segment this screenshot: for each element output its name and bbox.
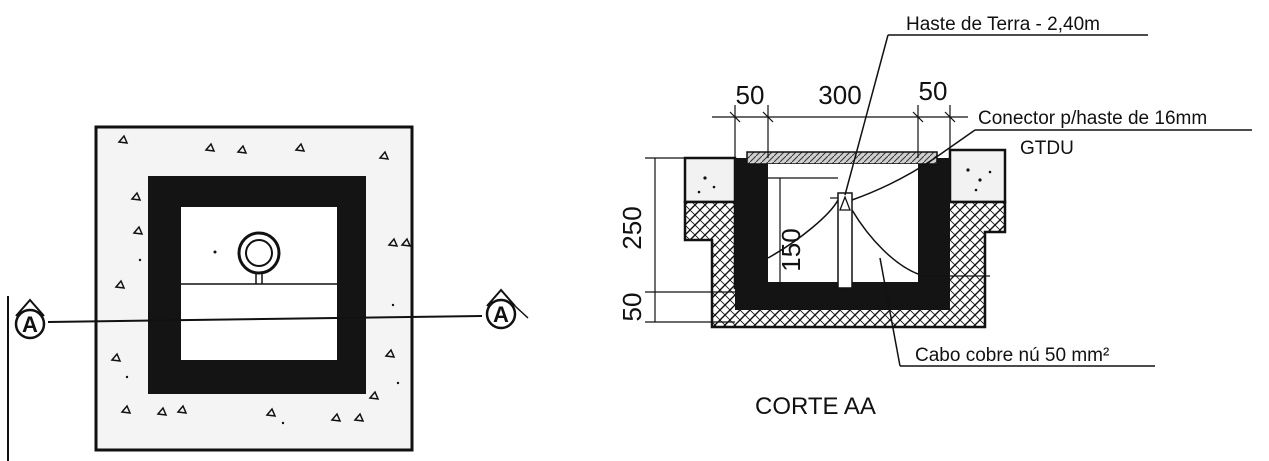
label-cable: Cabo cobre nú 50 mm² <box>915 345 1109 366</box>
dim-top-right: 50 <box>919 76 948 106</box>
label-cover: GTDU <box>1020 138 1074 159</box>
dimension-lines <box>645 105 990 323</box>
collar-left <box>683 156 737 204</box>
cable-right <box>851 209 919 275</box>
leader-lines <box>844 34 1252 367</box>
section-mark-right-label: A <box>493 302 509 327</box>
section-view: 50 300 50 250 150 50 Haste de Terra - 2,… <box>617 14 1252 420</box>
dim-height-inner: 150 <box>776 228 806 271</box>
dim-top-center: 300 <box>818 80 861 110</box>
cover-lid <box>746 151 938 165</box>
section-title: CORTE AA <box>755 393 876 420</box>
connector-icon <box>839 195 851 211</box>
plan-view: A A <box>14 125 529 452</box>
section-cut-line <box>47 315 483 323</box>
section-box-wall <box>735 158 950 310</box>
collar-right <box>948 148 1007 204</box>
ground-rod-inner <box>245 239 273 267</box>
dim-height-total: 250 <box>617 206 647 249</box>
cable-top <box>851 157 936 201</box>
aggregate-marks <box>110 134 412 422</box>
label-connector: Conector p/haste de 16mm <box>978 108 1207 129</box>
section-mark-left-label: A <box>22 312 38 337</box>
cable-left <box>767 199 839 259</box>
label-ground-rod: Haste de Terra - 2,40m <box>906 14 1100 35</box>
dim-top-left: 50 <box>736 80 765 110</box>
dim-height-bottom: 50 <box>617 293 647 322</box>
section-mark-right: A <box>485 288 529 330</box>
section-mark-left: A <box>14 298 46 340</box>
